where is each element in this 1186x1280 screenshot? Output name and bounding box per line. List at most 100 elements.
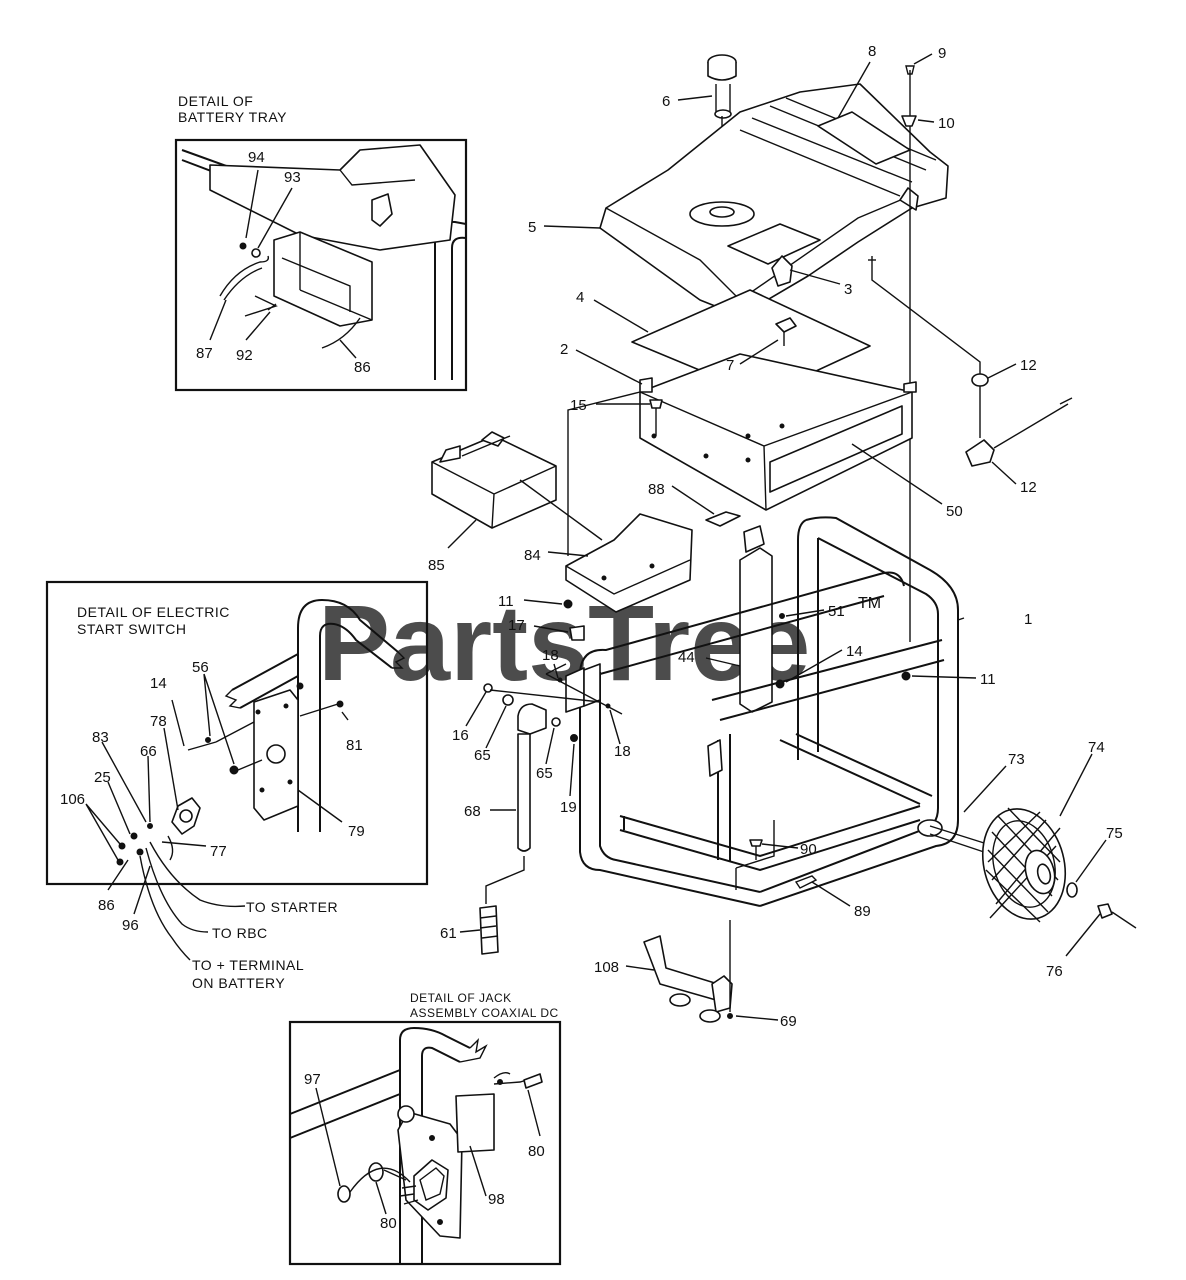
switch-nut-106b (116, 858, 124, 866)
label-106: 106 (60, 791, 85, 808)
label-15: 15 (570, 397, 587, 414)
label-80-bottom: 80 (380, 1215, 397, 1232)
note-on-battery: ON BATTERY (192, 975, 285, 991)
battery-tray-title-line1: DETAIL OF (178, 93, 253, 109)
label-44: 44 (678, 649, 695, 666)
leader-98 (469, 1145, 487, 1197)
bolt-51 (779, 613, 785, 619)
leader-11-back (911, 675, 977, 679)
watermark-text: PartsTree (318, 582, 810, 703)
rubber-foot-right (699, 1009, 721, 1023)
leader-51 (785, 609, 825, 617)
label-14: 14 (846, 643, 863, 660)
battery-tray-edges (565, 559, 691, 595)
jack-assembly-detail: DETAIL OF JACK ASSEMBLY COAXIAL DC (288, 991, 562, 1266)
tray-edges (639, 391, 913, 511)
wire-to-rbc (145, 847, 209, 933)
switch-plate-hole-d (287, 779, 293, 785)
battery-nut-94 (239, 242, 247, 250)
leader-9 (913, 53, 933, 65)
leader-81 (341, 711, 349, 721)
frame-front-left-upright (579, 672, 761, 907)
tray-hole-d (703, 453, 709, 459)
leader-18-right (609, 709, 621, 745)
strip-88 (705, 511, 741, 527)
leader-14 (785, 649, 843, 683)
frame-mid-rail (711, 639, 943, 701)
battery-frame-tube-inner (451, 236, 467, 380)
label-76: 76 (1046, 963, 1063, 980)
label-80-top: 80 (528, 1143, 545, 1160)
frame-back-left-upright (797, 519, 807, 760)
bolt-18-a (557, 677, 563, 683)
battery-screw-leader (244, 295, 278, 317)
leader-77 (161, 841, 207, 847)
label-51: 51 (828, 603, 845, 620)
leader-80-top (527, 1089, 541, 1137)
label-6: 6 (662, 93, 670, 110)
leader-96 (133, 865, 151, 915)
wire-77 (167, 835, 174, 861)
leader-80-bottom (375, 1181, 387, 1215)
label-50: 50 (946, 503, 963, 520)
jack-connector-inner (419, 1167, 445, 1201)
frame-base-rail (619, 819, 921, 872)
label-98: 98 (488, 1191, 505, 1208)
label-3: 3 (844, 281, 852, 298)
foot-bracket-108 (643, 935, 719, 1001)
bolt-90-assembly (735, 820, 775, 890)
label-74: 74 (1088, 739, 1105, 756)
bolt-90 (749, 839, 763, 847)
tray-hole-b (745, 433, 751, 439)
leader-94 (245, 169, 259, 239)
fuel-tank-petcock-3 (771, 255, 793, 287)
battery-washer-93 (251, 248, 261, 258)
tray-body (639, 353, 913, 511)
jack-washer-97 (337, 1185, 351, 1203)
fuel-gauge-base (714, 109, 732, 119)
clip-7 (775, 317, 797, 333)
note-to-rbc: TO RBC (212, 925, 268, 941)
label-87: 87 (196, 345, 213, 362)
label-86-detail: 86 (354, 359, 371, 376)
switch-nut-25 (130, 832, 138, 840)
switch-frame-hole (296, 682, 304, 690)
frame-back-outer (759, 516, 959, 907)
leader-7 (739, 339, 779, 365)
label-19: 19 (560, 799, 577, 816)
label-12-lower: 12 (1020, 479, 1037, 496)
label-2: 2 (560, 341, 568, 358)
leader-14-detail (171, 699, 185, 747)
handle-bracket (517, 703, 547, 735)
leader-93 (257, 187, 293, 249)
fuel-tank-ribs (739, 97, 937, 197)
frame-1 (565, 516, 959, 907)
leader-8 (837, 61, 871, 119)
battery-box-edges (299, 232, 373, 321)
leader-86-detail (339, 339, 357, 359)
battery-tray-detail-frame (174, 138, 468, 392)
switch-cross-break (224, 689, 241, 709)
label-65-right: 65 (536, 765, 553, 782)
electric-start-title-line1: DETAIL OF ELECTRIC (77, 604, 230, 620)
switch-screw-14 (187, 741, 217, 751)
strip-89 (794, 875, 818, 889)
label-83: 83 (92, 729, 109, 746)
fuel-tank-5 (599, 83, 949, 317)
leader-56 (203, 673, 235, 765)
wire-to-starter (149, 841, 246, 908)
leader-89 (811, 881, 851, 907)
panel-slot-50 (769, 405, 903, 493)
jack-cross-tube-bottom (289, 1093, 401, 1139)
battery-tray-hole-b (649, 563, 655, 569)
nut-69 (727, 1013, 733, 1019)
jack-frame-tube (399, 1026, 471, 1264)
leader-12-upper (987, 363, 1017, 379)
washer-65-left (502, 694, 514, 706)
switch-washer-56a (205, 737, 211, 743)
electric-start-title-line2: START SWITCH (77, 621, 186, 637)
battery-edges (431, 461, 557, 529)
label-75: 75 (1106, 825, 1123, 842)
leader-10 (917, 119, 935, 123)
leader-79 (297, 789, 343, 823)
